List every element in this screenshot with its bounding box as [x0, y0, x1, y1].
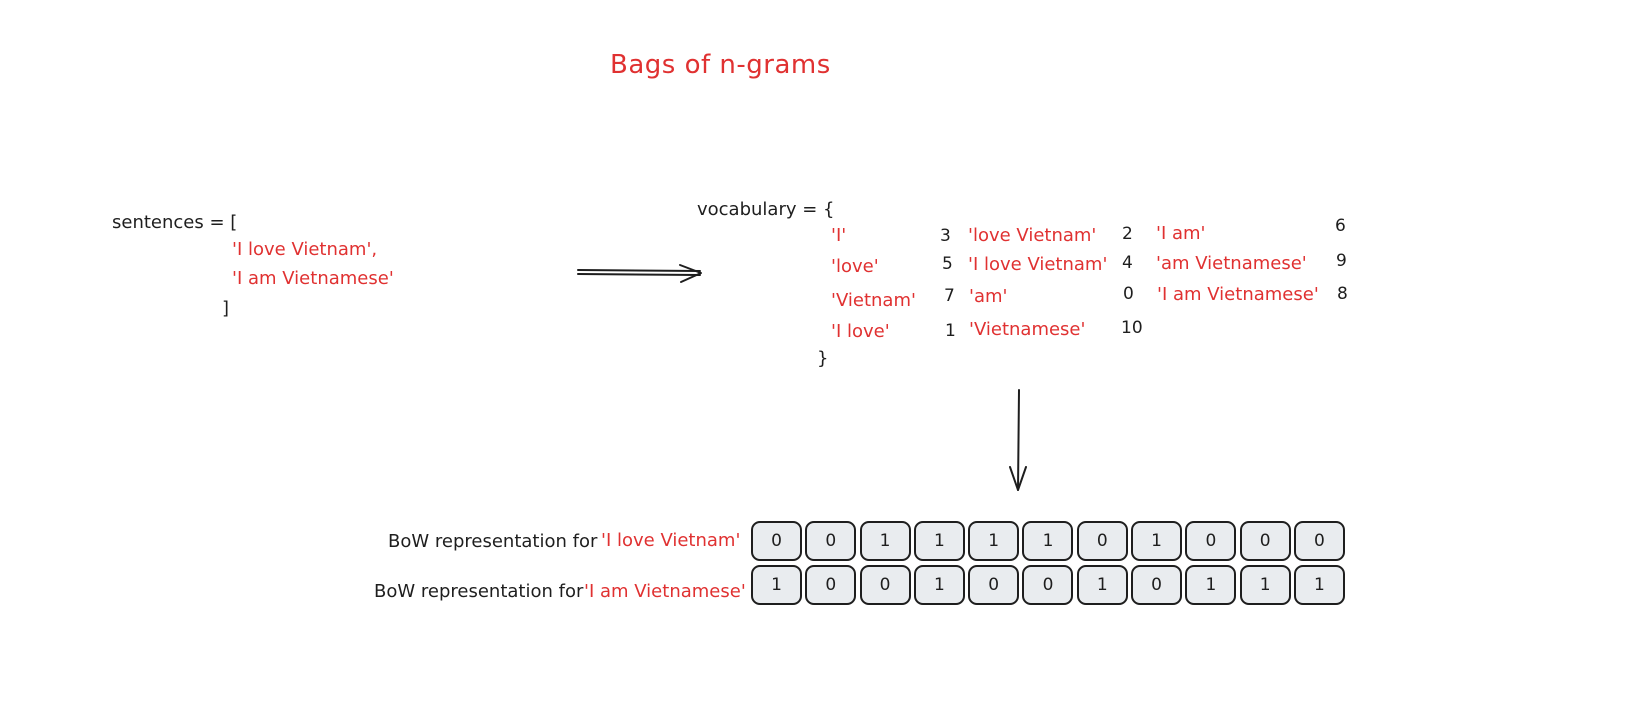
- vocabulary-open: vocabulary = {: [697, 199, 835, 220]
- sentences-open: sentences = [: [112, 212, 238, 233]
- bow-cell: 1: [1022, 521, 1074, 561]
- vocab-term: 'am': [969, 286, 1008, 307]
- sentence-2: 'I am Vietnamese': [232, 268, 394, 289]
- bow-cell: 0: [859, 565, 911, 605]
- bow-cell: 0: [751, 521, 802, 561]
- diagram-title: Bags of n-grams: [610, 50, 831, 80]
- vocab-term: 'am Vietnamese': [1156, 253, 1307, 274]
- vocab-index: 0: [1123, 284, 1134, 304]
- bow-cell: 0: [805, 565, 857, 605]
- down-arrow-icon: [1009, 389, 1027, 491]
- vocab-index: 9: [1336, 251, 1347, 271]
- vocab-term: 'Vietnam': [831, 290, 916, 311]
- bow-vector-row: 1 0 0 1 0 0 1 0 1 1 1: [751, 565, 1348, 605]
- bow-cell: 0: [805, 521, 857, 561]
- bow-cell: 0: [1131, 565, 1183, 605]
- bow-cell: 0: [1239, 521, 1291, 561]
- bow-cell: 1: [1131, 521, 1183, 561]
- sentences-close: ]: [222, 298, 230, 319]
- bow-cell: 1: [751, 565, 802, 605]
- vocab-term: 'love': [831, 256, 879, 277]
- bow-label-sentence: 'I love Vietnam': [601, 530, 741, 551]
- bow-cell: 0: [968, 565, 1020, 605]
- bow-cell: 1: [968, 521, 1020, 561]
- bow-cell: 1: [1185, 565, 1237, 605]
- vocab-index: 3: [940, 226, 951, 246]
- bow-cell: 0: [1076, 521, 1128, 561]
- vocab-term: 'I love': [831, 321, 890, 342]
- bow-cell: 1: [913, 565, 965, 605]
- bow-cell: 1: [1239, 565, 1291, 605]
- bow-cell: 1: [913, 521, 965, 561]
- vocab-index: 4: [1122, 253, 1133, 273]
- vocab-term: 'I am': [1156, 223, 1206, 244]
- vocab-term: 'I am Vietnamese': [1157, 284, 1319, 305]
- bow-cell: 0: [1022, 565, 1074, 605]
- bow-cell: 1: [859, 521, 911, 561]
- bow-cell: 1: [1076, 565, 1128, 605]
- vocab-index: 2: [1122, 224, 1133, 244]
- bow-cell: 1: [1293, 565, 1345, 605]
- vocab-index: 6: [1335, 216, 1346, 236]
- bow-label-prefix: BoW representation for: [388, 531, 598, 552]
- bow-vector-row: 0 0 1 1 1 1 0 1 0 0 0: [751, 521, 1348, 561]
- vocab-term: 'Vietnamese': [969, 319, 1086, 340]
- vocab-index: 8: [1337, 284, 1348, 304]
- right-arrow-icon: [577, 264, 702, 283]
- bow-label-prefix: BoW representation for: [374, 581, 584, 602]
- vocabulary-close: }: [817, 348, 829, 369]
- bow-label-sentence: 'I am Vietnamese': [584, 581, 746, 602]
- vocab-term: 'love Vietnam': [968, 225, 1097, 246]
- vocab-term: 'I': [831, 225, 847, 246]
- sentence-1: 'I love Vietnam',: [232, 239, 378, 260]
- vocab-term: 'I love Vietnam': [968, 254, 1108, 275]
- vocab-index: 7: [944, 286, 955, 306]
- vocab-index: 1: [945, 321, 956, 341]
- bow-cell: 0: [1185, 521, 1237, 561]
- vocab-index: 5: [942, 254, 953, 274]
- bow-cell: 0: [1293, 521, 1345, 561]
- vocab-index: 10: [1121, 318, 1143, 338]
